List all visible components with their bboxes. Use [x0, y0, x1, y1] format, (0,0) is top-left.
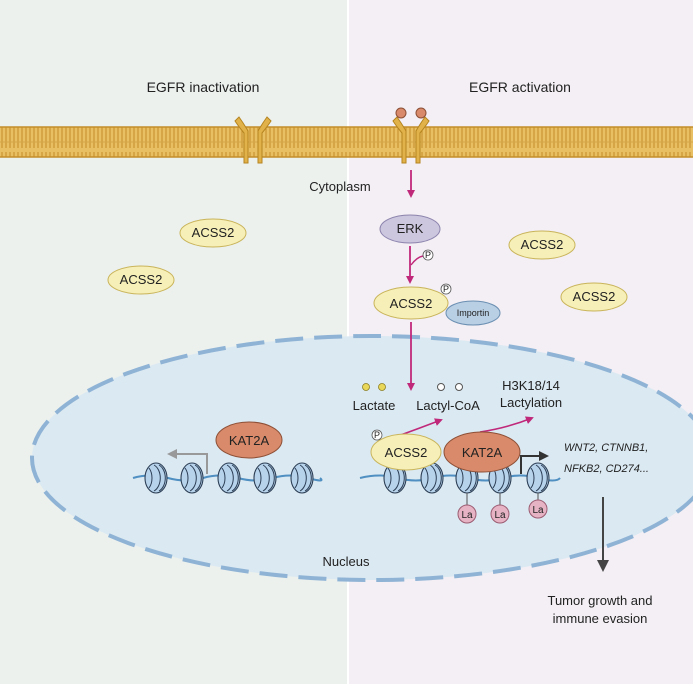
lactate-dot-1: [362, 383, 370, 391]
svg-text:ACSS2: ACSS2: [192, 225, 235, 240]
phospho-badge-nuclear: [371, 429, 383, 441]
right-panel-title: EGFR activation: [469, 79, 571, 95]
cell-membrane: [0, 126, 693, 158]
lactylation-mark-1: [457, 504, 477, 524]
arrow-lactylcoa-to-lactylation: [479, 416, 534, 433]
phospho-badge-acss2: [440, 283, 452, 295]
acss2-nuclear: [370, 433, 442, 471]
h3k-label-line2: Lactylation: [500, 395, 562, 410]
svg-text:ACSS2: ACSS2: [390, 296, 433, 311]
importin-node: [445, 300, 501, 326]
lactylation-marks: [466, 493, 539, 505]
acss2-cytoplasm-left-1: [179, 218, 247, 248]
left-panel-title: EGFR inactivation: [147, 79, 260, 95]
lactate-label: Lactate: [353, 398, 396, 413]
transcription-arrow-active: [520, 451, 549, 474]
lactylation-mark-3: [528, 499, 548, 519]
svg-text:ACSS2: ACSS2: [521, 237, 564, 252]
svg-text:ACSS2: ACSS2: [385, 445, 428, 460]
target-genes-line2: NFKB2, CD274...: [564, 463, 649, 475]
svg-text:La: La: [494, 510, 506, 521]
outcome-line2: immune evasion: [553, 611, 648, 626]
h3k-label-line1: H3K18/14: [502, 378, 560, 393]
lactyl-coa-dot-1: [437, 383, 445, 391]
egfr-receptor-active: [392, 116, 430, 164]
nucleus: [30, 334, 693, 582]
erk-label: ERK: [397, 221, 424, 236]
svg-text:ACSS2: ACSS2: [120, 272, 163, 287]
svg-text:KAT2A: KAT2A: [229, 433, 270, 448]
cytoplasm-label: Cytoplasm: [309, 179, 370, 194]
svg-text:P: P: [425, 250, 431, 260]
acss2-cytoplasm-right-1: [508, 230, 576, 260]
svg-text:P: P: [374, 430, 380, 440]
acss2-cytoplasm-left-2: [107, 265, 175, 295]
transcription-arrow-inactive: [167, 449, 208, 474]
acss2-cytoplasm-right-2: [560, 282, 628, 312]
lactyl-coa-dot-2: [455, 383, 463, 391]
svg-text:Importin: Importin: [457, 308, 490, 318]
svg-text:La: La: [461, 510, 473, 521]
egf-ligand-right: [415, 107, 427, 119]
egf-ligand-left: [395, 107, 407, 119]
kat2a-left: [215, 421, 283, 459]
nucleosome-group-left: [144, 462, 314, 494]
target-genes-line1: WNT2, CTNNB1,: [564, 442, 648, 454]
svg-text:KAT2A: KAT2A: [462, 445, 503, 460]
kat2a-right: [443, 431, 521, 473]
lactyl-coa-label: Lactyl-CoA: [416, 398, 480, 413]
svg-text:ACSS2: ACSS2: [573, 289, 616, 304]
phospho-transfer-line: [410, 255, 424, 266]
egfr-receptor-inactive: [234, 116, 272, 164]
svg-text:La: La: [532, 505, 544, 516]
nucleus-label: Nucleus: [323, 554, 370, 569]
lactylation-mark-2: [490, 504, 510, 524]
phospho-badge-erk: [422, 249, 434, 261]
acss2-phosphorylated: [373, 286, 449, 320]
erk-node: [379, 214, 441, 244]
lactate-dot-2: [378, 383, 386, 391]
outcome-line1: Tumor growth and: [547, 593, 652, 608]
svg-text:P: P: [443, 284, 449, 294]
